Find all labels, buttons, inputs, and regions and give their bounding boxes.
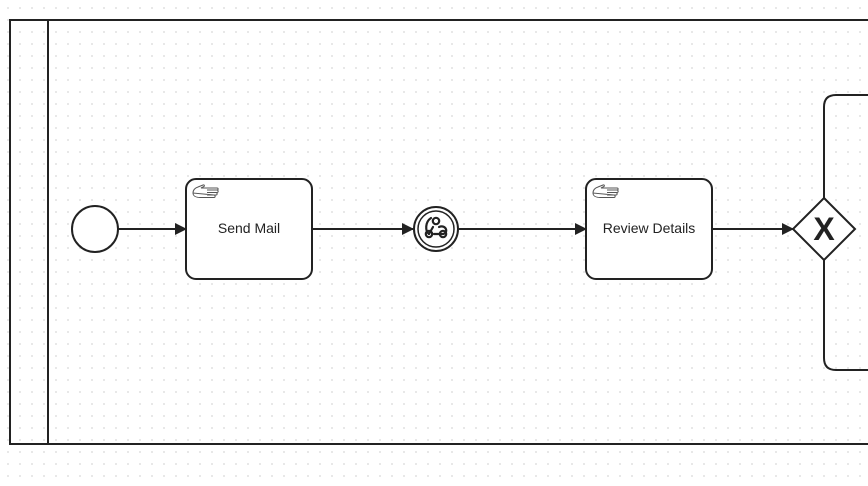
intermediate-event-webhook[interactable]: [413, 206, 459, 252]
manual-task-hand-icon: [192, 184, 219, 198]
task-send-mail[interactable]: [185, 178, 313, 280]
webhook-icon: [424, 216, 448, 239]
manual-task-hand-icon: [592, 184, 619, 198]
exclusive-gateway[interactable]: [791, 196, 857, 262]
sequence-flow-gateway-lower[interactable]: [823, 260, 868, 371]
task-review-details[interactable]: [585, 178, 713, 280]
sequence-flow-gateway-upper[interactable]: [823, 94, 868, 198]
pool[interactable]: [9, 19, 868, 445]
start-event[interactable]: [71, 205, 119, 253]
